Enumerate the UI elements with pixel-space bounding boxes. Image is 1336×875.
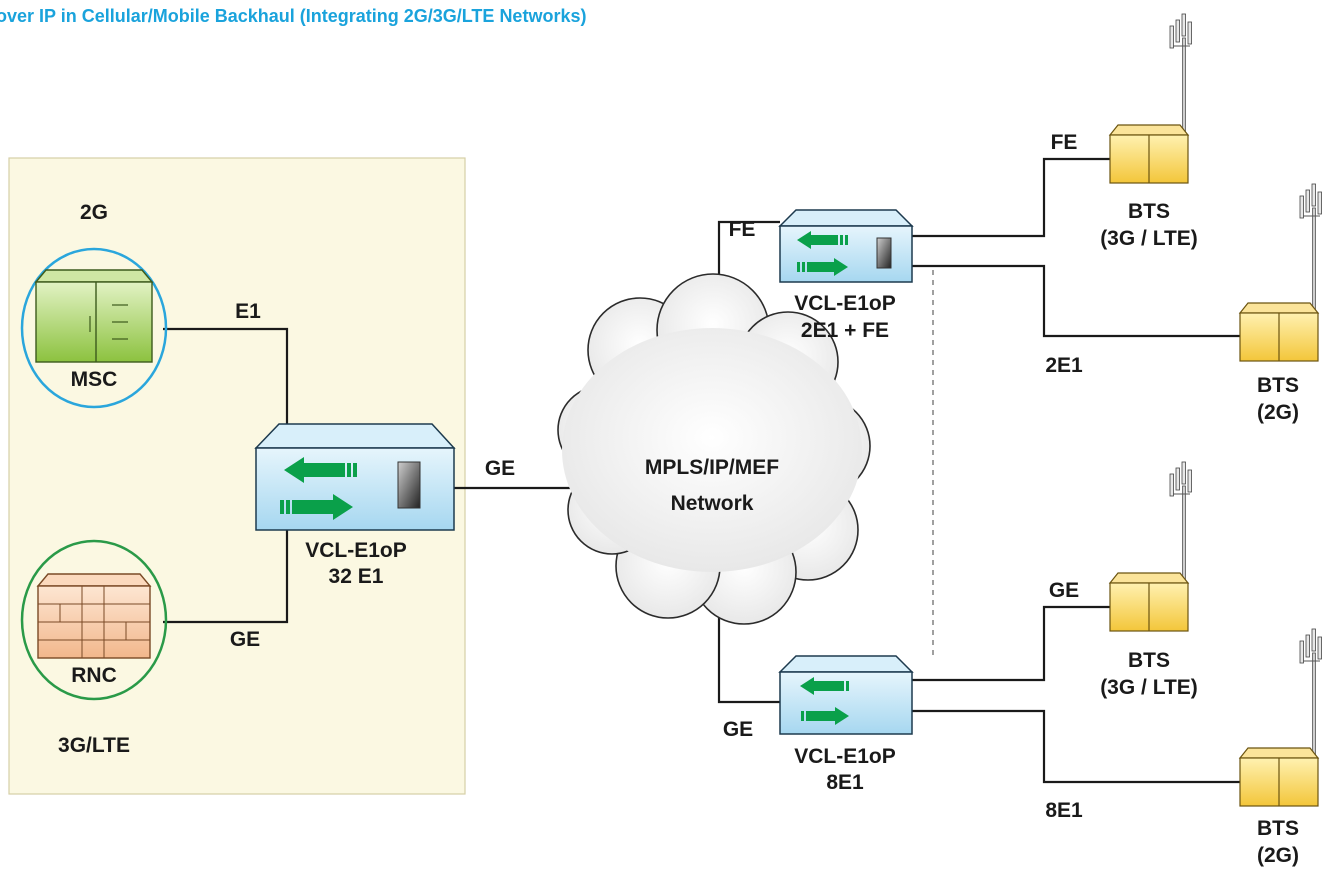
- cloud-label-line1: MPLS/IP/MEF: [645, 456, 779, 479]
- upper-uplink-label: FE: [729, 218, 756, 241]
- upper-device-name: VCL-E1oP: [794, 292, 896, 315]
- bts-tech-label: (3G / LTE): [1100, 227, 1198, 250]
- rnc-icon: [36, 573, 152, 659]
- central-device-name: VCL-E1oP: [305, 539, 407, 562]
- rnc-link-label: GE: [230, 628, 260, 651]
- site-8e1-line: [912, 709, 1240, 784]
- upper-device-capacity: 2E1 + FE: [801, 319, 889, 342]
- bts-tech-label: (2G): [1257, 401, 1299, 424]
- page-title: over IP in Cellular/Mobile Backhaul (Int…: [0, 6, 586, 26]
- rnc-label: RNC: [71, 664, 117, 687]
- msc-label: MSC: [71, 368, 118, 391]
- bts-label: BTS: [1257, 374, 1299, 397]
- lower-uplink-label: GE: [723, 718, 753, 741]
- lower-device-capacity: 8E1: [826, 771, 864, 794]
- bts-label: BTS: [1257, 817, 1299, 840]
- upper-device-icon: [778, 209, 914, 283]
- site-ge-line: [912, 605, 1110, 682]
- site-link-label: FE: [1051, 131, 1078, 154]
- rnc-link-line: [163, 518, 289, 624]
- ring-3g-lte-label: 3G/LTE: [58, 734, 130, 757]
- site-link-label: GE: [1049, 579, 1079, 602]
- ring-2g: [20, 247, 168, 409]
- cloud-label-line2: Network: [671, 492, 754, 515]
- lower-uplink-line: [717, 592, 780, 704]
- bts-cabinet-icon: [1108, 461, 1192, 632]
- bts-tech-label: (2G): [1257, 844, 1299, 867]
- msc-icon: [34, 269, 154, 363]
- bts-sites: [1108, 13, 1322, 807]
- central-device-capacity: 32 E1: [329, 565, 384, 588]
- msc-link-line: [163, 327, 289, 432]
- bts-cabinet-icon: [1108, 13, 1192, 184]
- central-uplink-label: GE: [485, 457, 515, 480]
- cloud-icon: [557, 273, 871, 625]
- ring-2g-label: 2G: [80, 201, 108, 224]
- site-fe-line: [912, 157, 1110, 238]
- bts-cabinet-icon: [1238, 628, 1322, 807]
- lower-device-name: VCL-E1oP: [794, 745, 896, 768]
- ring-3g-lte: [20, 539, 168, 701]
- bts-label: BTS: [1128, 200, 1170, 223]
- bts-tech-label: (3G / LTE): [1100, 676, 1198, 699]
- lower-device-icon: [778, 655, 914, 735]
- bts-cabinet-icon: [1238, 183, 1322, 362]
- msc-link-label: E1: [235, 300, 261, 323]
- bts-label: BTS: [1128, 649, 1170, 672]
- central-device-icon: [254, 423, 456, 531]
- links: [163, 157, 1240, 784]
- site-2e1-line: [912, 264, 1240, 338]
- site-link-label: 8E1: [1045, 799, 1083, 822]
- site-link-label: 2E1: [1045, 354, 1083, 377]
